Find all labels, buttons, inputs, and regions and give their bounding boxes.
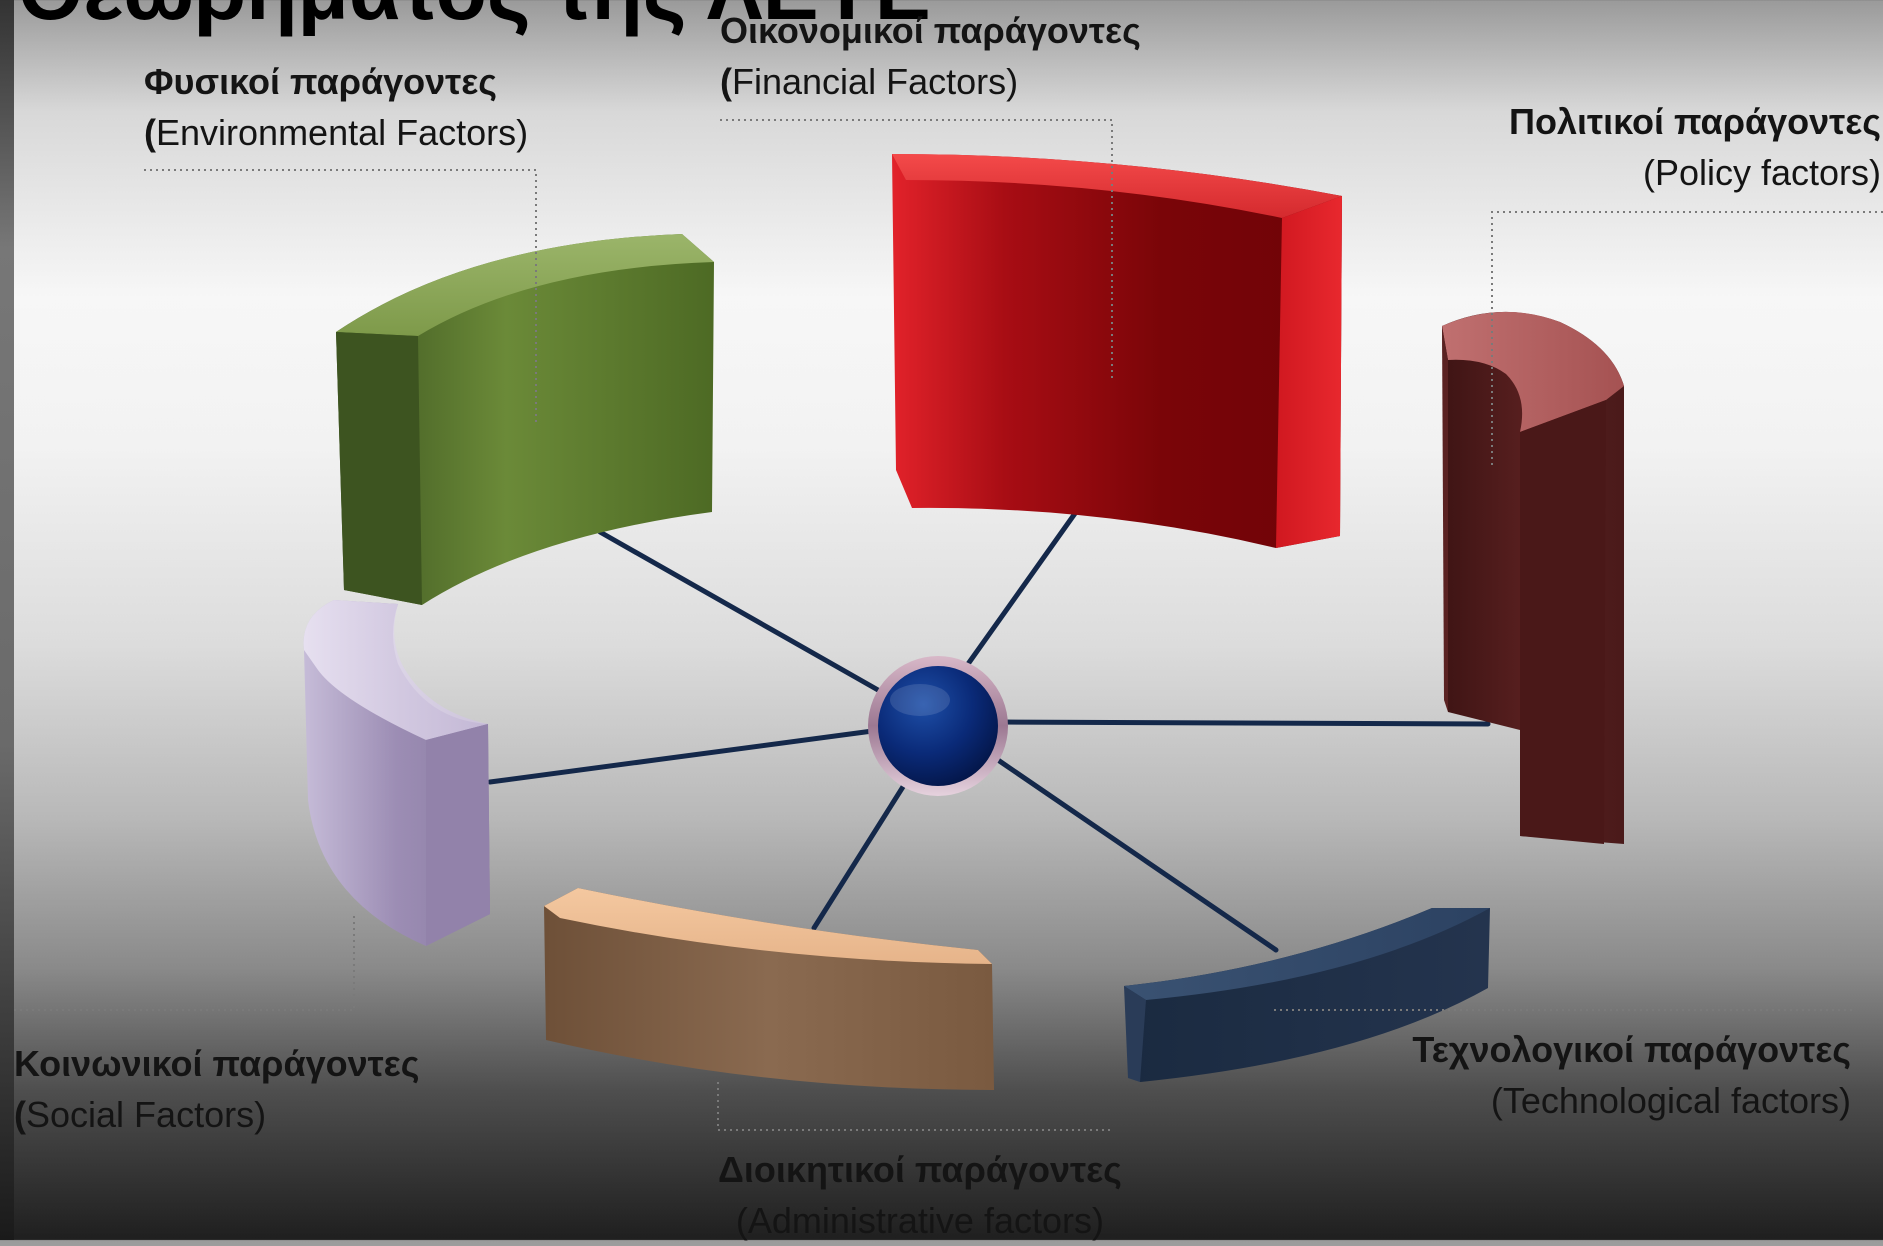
center-hub	[868, 656, 1008, 796]
spoke-social	[487, 727, 883, 785]
spoke-technological	[995, 757, 1279, 953]
label-social-english: Social Factors)	[26, 1094, 267, 1135]
spoke-environmental	[597, 529, 881, 693]
label-financial: Οικονομικοί παράγοντες (Financial Factor…	[720, 5, 1141, 107]
label-policy-english: (Policy factors)	[1642, 152, 1881, 193]
label-financial-english: Financial Factors)	[732, 61, 1019, 102]
technological-block	[1124, 908, 1490, 1082]
administrative-block	[544, 888, 994, 1090]
spoke-policy	[997, 719, 1491, 727]
label-environmental-english: Environmental Factors)	[156, 112, 529, 153]
label-administrative-greek: Διοικητικοί παράγοντες	[718, 1149, 1122, 1190]
policy-block	[1442, 311, 1624, 845]
spoke-administrative	[811, 779, 909, 931]
environmental-block	[336, 234, 714, 605]
slide-title: Θεωρήματος της ΛΕΥΕ	[18, 0, 931, 39]
label-social: Κοινωνικοί παράγοντες (Social Factors)	[14, 1038, 420, 1140]
leader-social	[14, 914, 355, 1011]
label-administrative: Διοικητικοί παράγοντες (Administrative f…	[718, 1144, 1122, 1246]
label-policy: Πολιτικοί παράγοντες (Policy factors)	[1509, 96, 1881, 198]
spoke-financial	[965, 509, 1079, 667]
slide-left-edge	[0, 0, 14, 1240]
leader-financial	[720, 119, 1113, 378]
leader-environmental	[144, 169, 537, 426]
label-administrative-english: (Administrative factors)	[735, 1200, 1104, 1241]
financial-block	[892, 154, 1342, 548]
label-policy-greek: Πολιτικοί παράγοντες	[1509, 101, 1881, 142]
label-environmental: Φυσικοί παράγοντες (Environmental Factor…	[144, 56, 528, 158]
label-environmental-greek: Φυσικοί παράγοντες	[144, 61, 498, 102]
label-technological-greek: Τεχνολογικοί παράγοντες	[1412, 1029, 1851, 1070]
leader-lines	[14, 119, 1883, 1131]
label-technological: Τεχνολογικοί παράγοντες (Technological f…	[1412, 1024, 1851, 1126]
leader-administrative	[717, 1080, 1110, 1131]
label-technological-english: (Technological factors)	[1490, 1080, 1851, 1121]
leader-policy	[1491, 211, 1883, 466]
spokes	[487, 509, 1491, 953]
label-social-greek: Κοινωνικοί παράγοντες	[14, 1043, 420, 1084]
label-financial-greek: Οικονομικοί παράγοντες	[720, 10, 1141, 51]
social-block	[303, 600, 490, 946]
